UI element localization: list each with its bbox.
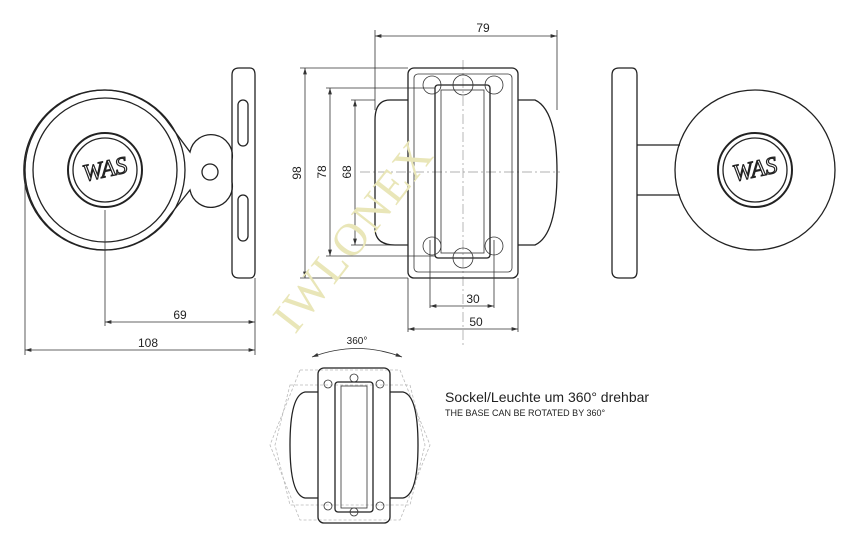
caption-english: THE BASE CAN BE ROTATED BY 360° (445, 408, 606, 418)
logo-right: WAS (730, 153, 779, 188)
dim-78: 78 (315, 165, 329, 179)
dim-30: 30 (466, 292, 480, 306)
caption-german: Sockel/Leuchte um 360° drehbar (445, 389, 650, 405)
left-side-view: WAS 69 108 (23, 67, 256, 355)
dim-68: 68 (340, 165, 354, 179)
dim-69: 69 (173, 308, 187, 322)
logo: WAS (80, 153, 129, 188)
dim-98: 98 (290, 166, 304, 180)
dim-50: 50 (469, 315, 483, 329)
watermark: IWLONEX (263, 130, 444, 342)
dim-108: 108 (138, 336, 158, 350)
dim-79: 79 (476, 21, 490, 35)
dim-360: 360° (347, 336, 368, 347)
right-side-view: WAS (611, 67, 836, 279)
front-view: 79 98 78 68 30 50 (290, 21, 560, 345)
rotation-view: 360° (269, 336, 431, 524)
